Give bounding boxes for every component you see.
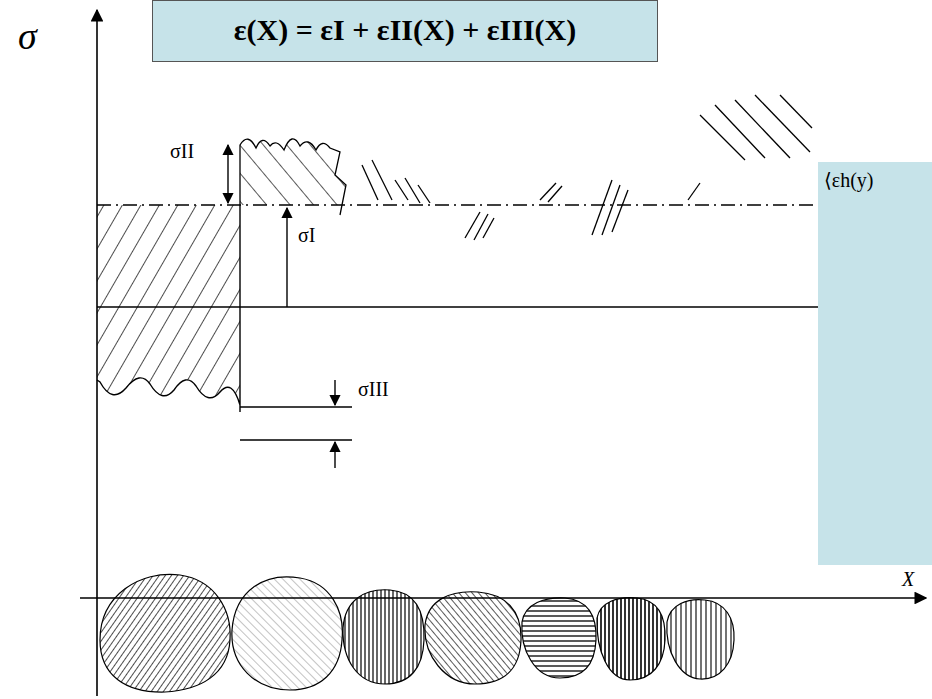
- stress-outline: [97, 205, 240, 412]
- side-panel: ⟨εh(y): [818, 162, 932, 565]
- axis-label: σ: [18, 14, 37, 58]
- sigma-ii-arrow: [227, 145, 228, 203]
- stress-profile: [97, 205, 240, 405]
- node-text: ε(X) = εI + εII(X) + εIII(X): [165, 13, 645, 47]
- grains: [100, 574, 734, 692]
- formula-box: ε(X) = εI + εII(X) + εIII(X): [152, 0, 658, 62]
- x-axis: [80, 597, 926, 599]
- stress-hatch: [362, 95, 812, 240]
- sigma-i-arrow: [286, 208, 287, 307]
- axis-label: X: [902, 568, 914, 591]
- sigma-iii-arrows: [240, 380, 352, 468]
- stress-outline: [240, 139, 346, 215]
- node-text: ⟨εh(y): [824, 168, 926, 192]
- stress-label: σI: [298, 224, 315, 247]
- stress-label: σIII: [358, 378, 389, 401]
- stress-label: σII: [170, 140, 194, 163]
